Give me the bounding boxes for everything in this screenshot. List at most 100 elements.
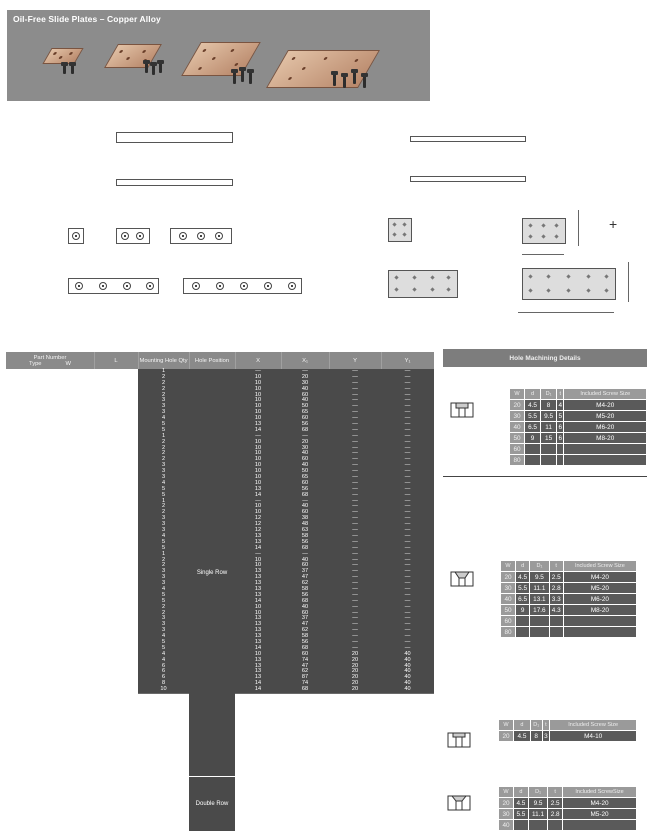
spec-header-cell: d	[513, 719, 531, 731]
spec-cell	[527, 819, 549, 831]
spec-cell: 8	[540, 399, 558, 411]
spec-cell: 30	[509, 410, 525, 422]
bolt-icon	[341, 73, 348, 88]
spec-cell: M5-20	[562, 808, 637, 820]
countersink-thin-symbol-icon	[447, 795, 471, 811]
spec-cell: 4.5	[514, 571, 531, 583]
hole-position-double-row: Double Row	[189, 777, 235, 831]
spec-row: 80	[500, 626, 638, 638]
header-mounting-hole-qty: Mounting Hole Qty	[138, 352, 190, 369]
side-view-counterbore-thin	[116, 179, 233, 186]
spec-cell: 11.1	[529, 582, 550, 594]
spec-header-cell: D₁	[529, 719, 543, 731]
bolt-icon	[150, 62, 157, 75]
spec-cell: 40	[498, 819, 514, 831]
spec-cell	[523, 454, 542, 466]
spec-cell: M4-20	[563, 399, 647, 411]
spec-cell: M8-20	[563, 432, 647, 444]
spec-cell	[540, 443, 558, 455]
top-view-double-8	[388, 270, 458, 298]
spec-cell: 4	[556, 399, 565, 411]
spec-cell	[513, 819, 529, 831]
counterbore-thin-symbol-icon	[447, 732, 471, 748]
spec-cell: 2.5	[548, 571, 564, 583]
header-hole-position: Hole Position	[189, 352, 236, 369]
spec-header-cell: d	[514, 560, 531, 572]
spec-cell	[548, 615, 564, 627]
header-x1: X₁	[281, 352, 330, 369]
spec-cell: 4.3	[548, 604, 564, 616]
bolt-icon	[69, 62, 76, 74]
spec-header-cell: D₁	[527, 786, 549, 798]
spec-cell: 3	[541, 730, 551, 742]
table-cell: 20	[329, 686, 381, 694]
spec-cell: 20	[498, 797, 514, 809]
bolt-icon	[231, 69, 238, 84]
spec-cell: 5.5	[513, 808, 529, 820]
spec-cell: 17.6	[529, 604, 550, 616]
spec-cell	[556, 443, 565, 455]
header-l: L	[94, 352, 139, 369]
spec-header-cell: W	[500, 560, 516, 572]
spec-row: 60	[509, 443, 647, 455]
spec-row: 40	[498, 819, 637, 831]
top-view-double-4	[388, 218, 412, 242]
hole-machining-title: Hole Machining Details	[443, 349, 647, 367]
countersink-symbol-icon	[450, 571, 474, 587]
spec-cell: 60	[509, 443, 525, 455]
spec-cell: 15	[540, 432, 558, 444]
spec-cell: 4.5	[513, 730, 531, 742]
spec-cell: 6.5	[523, 421, 542, 433]
spec-cell: M6-20	[562, 593, 638, 605]
spec-cell: 11.1	[527, 808, 549, 820]
spec-cell: 5	[556, 410, 565, 422]
spec-cell	[547, 819, 564, 831]
table-cell: 10	[138, 686, 189, 694]
dimension-line	[578, 210, 579, 246]
spec-header-cell: Included ScrewSize	[562, 786, 637, 798]
spec-cell: 20	[498, 730, 514, 742]
spec-cell	[523, 443, 542, 455]
spec-cell: 2.5	[547, 797, 564, 809]
spec-cell: 11	[540, 421, 558, 433]
dimension-line	[522, 254, 564, 255]
spec-cell: M6-20	[563, 421, 647, 433]
spec-header-cell: D₁	[540, 388, 558, 400]
spec-header-cell: Included Screw Size	[562, 560, 638, 572]
spec-cell: 20	[500, 571, 516, 583]
top-view-3-holes	[170, 228, 232, 244]
spec-cell	[563, 454, 647, 466]
spec-cell	[548, 626, 564, 638]
header-y1: Y₁	[404, 357, 411, 364]
spec-cell	[514, 626, 531, 638]
spec-cell: 40	[500, 593, 516, 605]
bolt-icon	[331, 71, 338, 86]
bolt-icon	[351, 69, 358, 84]
spec-cell: 5.5	[523, 410, 542, 422]
top-view-5-holes	[183, 278, 302, 294]
spec-cell: 4.5	[523, 399, 542, 411]
spec-cell: 3.3	[548, 593, 564, 605]
spec-header-cell: W	[509, 388, 525, 400]
spec-cell	[540, 454, 558, 466]
top-view-4-holes	[68, 278, 159, 294]
table-cell: 68	[281, 686, 329, 694]
bolt-icon	[247, 69, 254, 84]
spec-cell: 50	[500, 604, 516, 616]
spec-cell	[514, 615, 531, 627]
top-view-1-hole	[68, 228, 84, 244]
spec-cell	[529, 615, 550, 627]
header-x: X	[235, 352, 282, 369]
spec-cell: 9.5	[527, 797, 549, 809]
bolt-icon	[361, 73, 368, 88]
